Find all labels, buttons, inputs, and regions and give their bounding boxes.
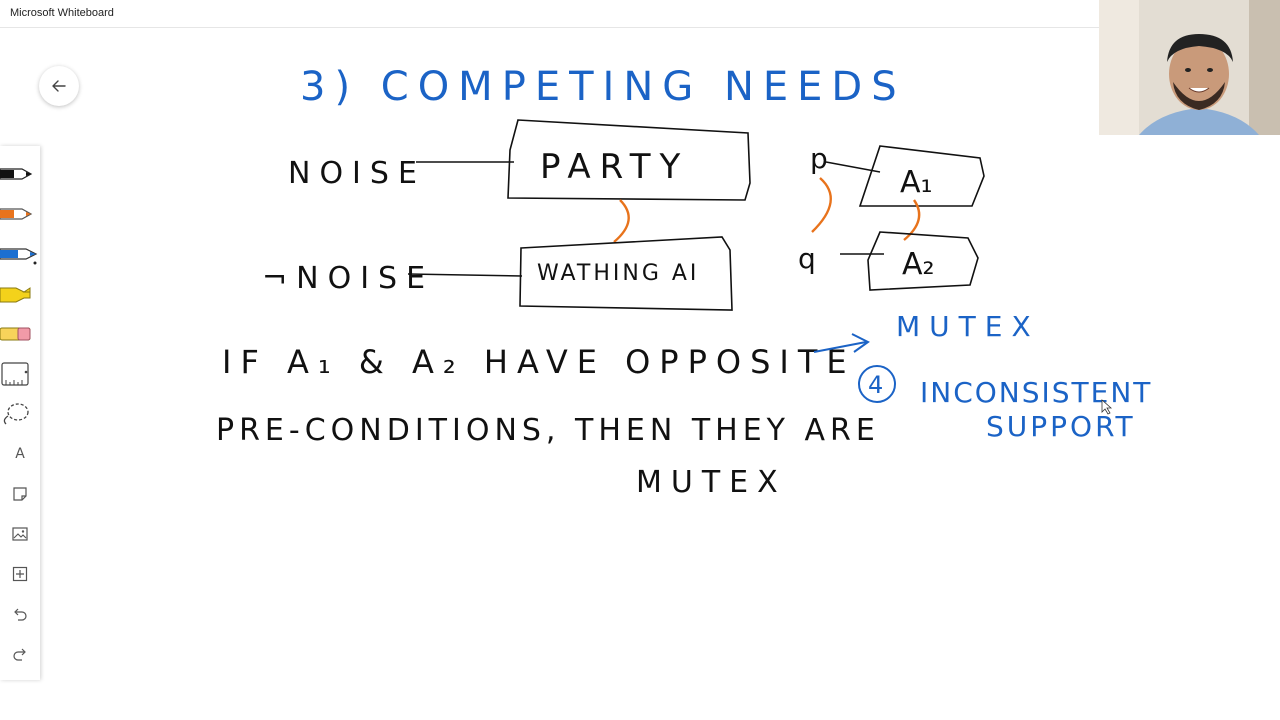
shape-tool[interactable]	[0, 476, 40, 512]
text-tool[interactable]: A	[0, 436, 40, 472]
whiteboard-canvas[interactable]: 3) COMPETING NEEDS PARTY NOISE WATHING A…	[0, 28, 1280, 720]
item4-circle	[858, 365, 896, 403]
p-label: p	[810, 142, 828, 175]
party-label: PARTY	[540, 147, 689, 187]
left-toolbar: A	[0, 146, 40, 680]
presenter-avatar	[1099, 0, 1280, 135]
black-pen-tool[interactable]	[0, 156, 40, 192]
undo-button[interactable]	[0, 596, 40, 632]
add-tool[interactable]	[0, 556, 40, 592]
ruler-icon	[1, 362, 29, 386]
text-icon: A	[15, 446, 25, 462]
orange-pen-tool[interactable]	[0, 196, 40, 232]
a1-a2-orange-arc	[903, 199, 921, 241]
a2-box	[867, 231, 979, 291]
item4-number: 4	[868, 371, 883, 399]
not-noise-label: ¬NOISE	[262, 261, 434, 296]
ruler-tool[interactable]	[0, 356, 40, 392]
sentence-line-1: IF A₁ & A₂ HAVE OPPOSITE	[222, 343, 856, 381]
q-label: q	[798, 242, 816, 275]
watching-box	[519, 236, 733, 311]
image-icon	[12, 527, 28, 541]
party-box	[507, 119, 751, 201]
sentence-line-3: MUTEX	[636, 465, 787, 500]
heading-text: 3) COMPETING NEEDS	[300, 64, 906, 110]
orange-pen-icon	[0, 208, 33, 220]
mutex-blue-label: MUTEX	[896, 310, 1040, 343]
shape-icon	[13, 487, 27, 501]
item4-line-1: INCONSISTENT	[920, 376, 1152, 409]
sentence-line-2: PRE-CONDITIONS, THEN THEY ARE	[216, 413, 880, 448]
black-pen-icon	[0, 168, 33, 180]
a1-box	[858, 145, 985, 207]
mutex-arrow	[813, 341, 867, 353]
app-title: Microsoft Whiteboard	[10, 7, 114, 19]
lasso-tool[interactable]	[0, 396, 40, 432]
back-button[interactable]	[39, 66, 79, 106]
highlighter-tool[interactable]	[0, 276, 40, 312]
item4-line-2: SUPPORT	[986, 410, 1136, 443]
title-bar: Microsoft Whiteboard	[0, 0, 1280, 28]
blue-pen-tool[interactable]	[0, 236, 40, 272]
image-tool[interactable]	[0, 516, 40, 552]
eraser-icon	[0, 327, 31, 341]
mutex-arrowhead	[851, 333, 870, 353]
watching-label: WATHING AI	[537, 261, 699, 286]
blue-pen-icon	[0, 248, 38, 265]
noise-label: NOISE	[288, 156, 426, 191]
undo-icon	[14, 608, 27, 621]
redo-button[interactable]	[0, 636, 40, 672]
not-noise-connector	[407, 273, 523, 277]
lasso-icon	[3, 403, 29, 425]
party-watching-mutex-arc	[613, 199, 630, 243]
webcam-video	[1099, 0, 1280, 135]
p-connector	[825, 161, 881, 173]
a1-label: A₁	[900, 165, 933, 200]
eraser-tool[interactable]	[0, 316, 40, 352]
pq-orange-arc	[811, 177, 832, 233]
mouse-cursor-icon	[1101, 399, 1113, 415]
highlighter-icon	[0, 287, 31, 303]
a2-label: A₂	[902, 247, 935, 282]
redo-icon	[13, 648, 26, 661]
arrow-left-icon	[52, 80, 66, 92]
add-icon	[12, 566, 28, 582]
